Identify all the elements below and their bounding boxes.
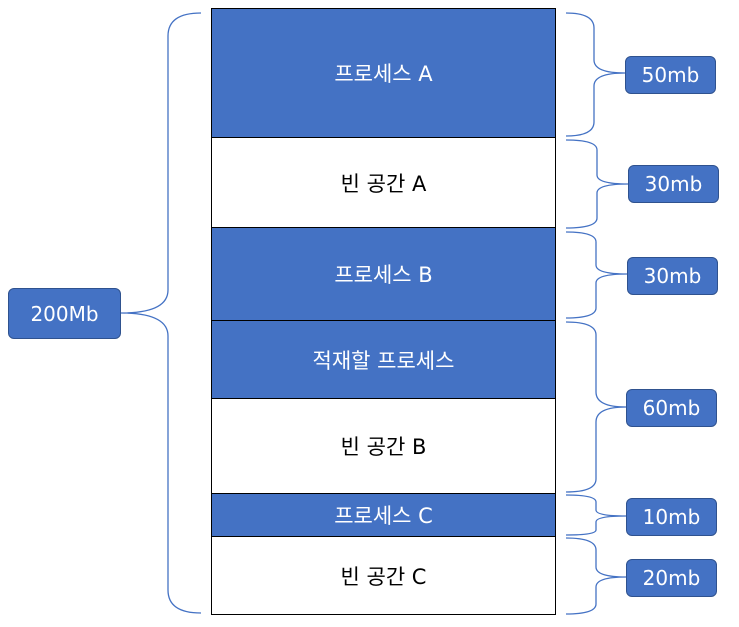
size-badge-process-a: 50mb <box>625 56 716 94</box>
process-b-block: 프로세스 B <box>211 227 556 321</box>
size-badge-free-a: 30mb <box>628 165 719 203</box>
process-c-block: 프로세스 C <box>211 493 556 537</box>
size-text-process-b: 30mb <box>643 264 702 288</box>
size-badge-process-c: 10mb <box>626 498 717 536</box>
process-a-label: 프로세스 A <box>334 62 433 86</box>
size-text-process-c: 10mb <box>642 505 701 529</box>
free-space-c-label: 빈 공간 C <box>340 564 427 589</box>
size-text-process-a: 50mb <box>641 63 700 87</box>
size-badge-free-c: 20mb <box>626 559 717 597</box>
total-brace <box>120 12 202 614</box>
size-text-free-c: 20mb <box>642 566 701 590</box>
free-space-b-label: 빈 공간 B <box>340 435 427 459</box>
size-badge-load-and-free-b: 60mb <box>626 389 717 427</box>
process-c-label: 프로세스 C <box>334 504 433 528</box>
free-space-c-block: 빈 공간 C <box>211 536 556 615</box>
size-brace-c <box>565 494 627 536</box>
size-brace-b <box>565 231 628 319</box>
process-to-load-block: 적재할 프로세스 <box>211 320 556 399</box>
size-badge-process-b: 30mb <box>627 257 718 295</box>
size-brace-free-c <box>565 537 627 615</box>
size-brace-load-free-b <box>565 321 627 493</box>
total-size-badge: 200Mb <box>8 288 121 339</box>
free-space-b-block: 빈 공간 B <box>211 398 556 494</box>
size-text-load-and-free-b: 60mb <box>642 396 701 420</box>
process-a-block: 프로세스 A <box>211 8 556 138</box>
total-size-text: 200Mb <box>30 301 99 326</box>
free-space-a-label: 빈 공간 A <box>340 171 427 196</box>
size-text-free-a: 30mb <box>644 172 703 196</box>
process-to-load-label: 적재할 프로세스 <box>312 348 455 373</box>
free-space-a-block: 빈 공간 A <box>211 137 556 228</box>
size-brace-a <box>565 12 626 137</box>
size-brace-free-a <box>565 139 629 229</box>
process-b-label: 프로세스 B <box>334 263 433 287</box>
